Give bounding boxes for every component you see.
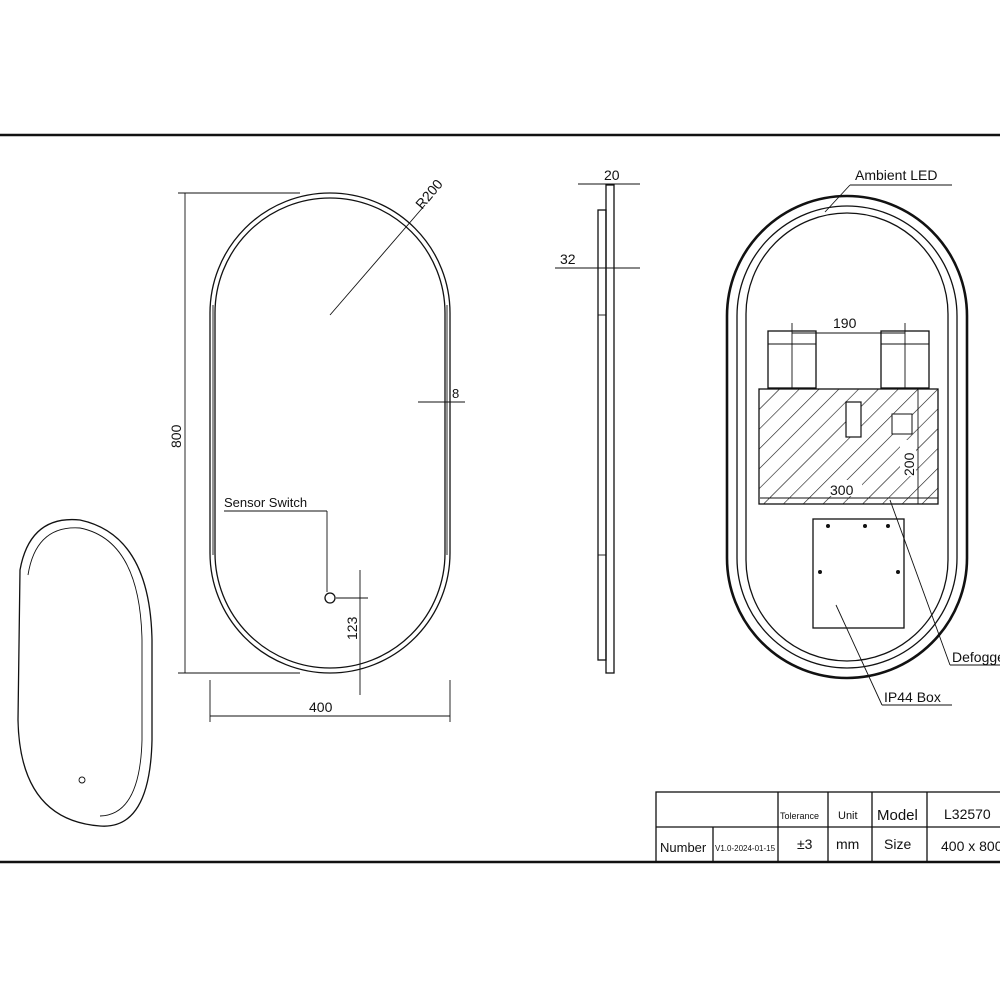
sensor-offset-label: 123 xyxy=(344,616,360,640)
defogger-label: Defogger xyxy=(952,649,1000,665)
tolerance-value: ±3 xyxy=(797,836,813,852)
radius-label: R200 xyxy=(412,176,446,212)
ip44-box-label: IP44 Box xyxy=(884,689,941,705)
perspective-view xyxy=(17,518,153,827)
side-view: 20 32 xyxy=(555,167,640,674)
sensor-label: Sensor Switch xyxy=(224,495,307,510)
model-value: L32570 xyxy=(944,806,991,822)
depth-label: 32 xyxy=(560,251,576,267)
number-value: V1.0-2024-01-15 xyxy=(715,844,776,853)
size-header: Size xyxy=(884,836,911,852)
number-header: Number xyxy=(660,840,707,855)
tolerance-header: Tolerance xyxy=(780,811,819,821)
frame-label: 8 xyxy=(452,386,459,401)
sensor-switch xyxy=(324,592,336,604)
mirror-inner-outline xyxy=(214,197,446,669)
spacing-label: 190 xyxy=(833,315,857,331)
defogger-width-label: 300 xyxy=(830,482,854,498)
back-view: Ambient LED 190 300 200 Defogger IP44 Bo… xyxy=(725,167,1000,706)
ambient-led-label: Ambient LED xyxy=(855,167,937,183)
size-value: 400 x 800 xyxy=(941,838,1000,854)
model-header: Model xyxy=(877,807,918,824)
defogger-height-label: 200 xyxy=(901,452,917,476)
ip44-box xyxy=(812,518,905,629)
title-block: Tolerance Unit Model L32570 Number V1.0-… xyxy=(655,791,1000,863)
unit-header: Unit xyxy=(838,810,858,822)
mirror-outline xyxy=(209,192,451,674)
radius-leader xyxy=(329,204,426,316)
front-view: R200 800 400 8 Sensor Switch 123 xyxy=(168,176,465,722)
unit-value: mm xyxy=(836,836,859,852)
width-label: 400 xyxy=(309,699,333,715)
depth-top-label: 20 xyxy=(604,167,620,183)
height-label: 800 xyxy=(168,424,184,448)
